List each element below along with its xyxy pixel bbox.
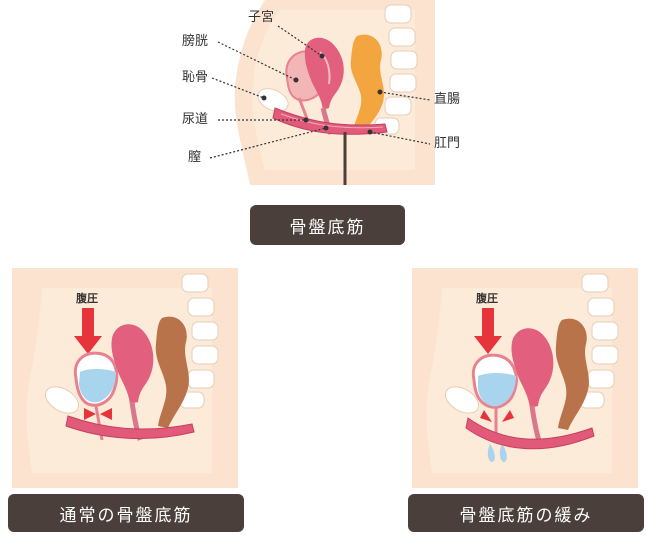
br-uterus [511,328,554,408]
br-pressure-label: 腹圧 [476,292,498,305]
br-leak-arrow-left [480,410,492,422]
bl-rectum [155,316,189,428]
br-pubic-bone [444,386,480,414]
label-bladder: 膀胱 [182,34,209,49]
label-urethra: 尿道 [182,112,209,127]
br-pelvic-floor-muscle [465,417,595,450]
caption-pelvic-floor: 骨盤底筋 [250,205,405,245]
bottom-right-anatomy-svg [412,268,638,488]
bl-pressure-arrow-head [74,336,102,354]
label-pubic-bone: 恥骨 [182,70,209,85]
br-spine [579,273,619,409]
label-anus: 肛門 [434,136,461,151]
label-uterus: 子宮 [248,10,275,25]
bl-pubic-bone [44,386,80,414]
label-vagina: 膣 [188,150,202,165]
top-diagram [225,0,435,185]
caption-normal-pelvic-floor: 通常の骨盤底筋 [8,494,244,532]
top-anatomy-svg [234,0,435,185]
bl-squeeze-arrow-left [84,408,96,420]
bl-urine [79,369,116,403]
br-urine-drop-2 [499,444,507,462]
bl-pressure-arrow-shaft [82,308,94,338]
br-urine-drop-1 [487,444,495,462]
br-leak-arrow-right [502,410,514,422]
br-rectum [555,318,589,430]
br-pressure-arrow-head [474,336,502,354]
bl-squeeze-arrow-right [100,408,112,420]
bottom-left-diagram [12,268,238,488]
top-rectum [350,34,384,135]
br-urine [478,373,516,407]
br-pressure-arrow-shaft [482,308,494,338]
bottom-left-anatomy-svg [12,268,238,488]
bl-pressure-label: 腹圧 [76,292,98,305]
bl-uterus [111,324,154,404]
bl-pelvic-floor-muscle [65,415,195,439]
bl-urethra [94,405,104,441]
caption-loosened-pelvic-floor: 骨盤底筋の緩み [408,494,644,532]
top-spine [374,4,418,135]
bottom-right-diagram [412,268,638,488]
label-rectum: 直腸 [434,92,461,107]
bl-spine [179,273,219,409]
